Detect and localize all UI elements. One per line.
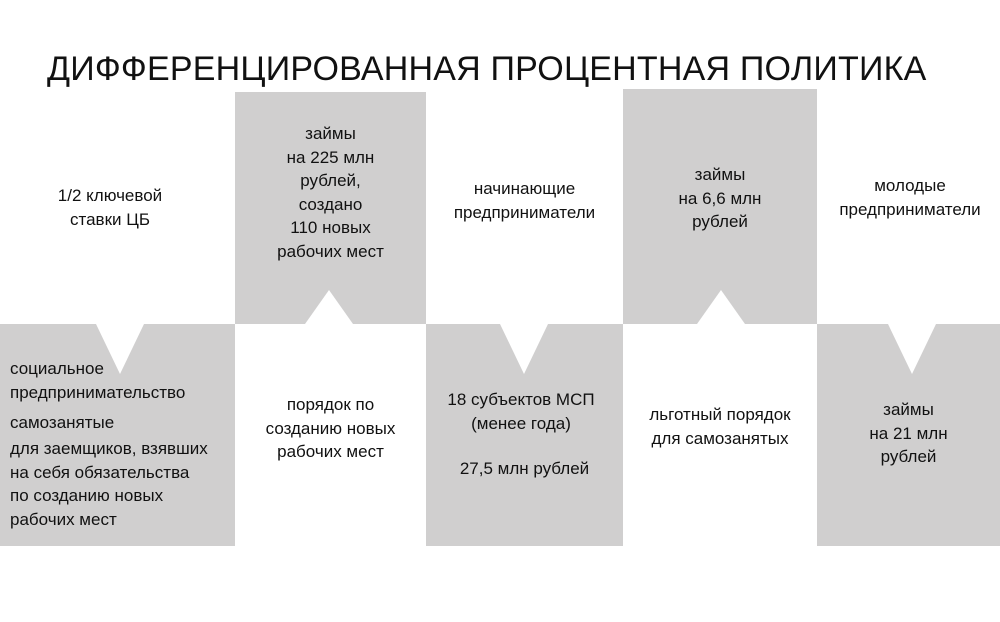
col4-top-text: займы на 6,6 млн рублей <box>678 165 762 231</box>
col1-bottom-line1: социальное предпринимательство <box>10 359 186 402</box>
col3-top-text: начинающие предприниматели <box>453 179 596 222</box>
col3-bottom-line2: 27,5 млн рублей <box>459 459 590 478</box>
col1-bottom-line2: самозанятые <box>10 413 115 432</box>
col3-bottom-line1: 18 субъектов МСП (менее года) <box>447 390 595 433</box>
col5-top-text: молодые предприниматели <box>839 176 981 219</box>
col2-bottom-text: порядок по созданию новых рабочих мест <box>265 395 396 461</box>
col1-top-text: 1/2 ключевой ставки ЦБ <box>57 186 163 229</box>
arrow-col4 <box>697 290 745 324</box>
col1-bottom-line3: для заемщиков, взявших на себя обязатель… <box>10 439 208 529</box>
block-col4-top <box>623 89 817 324</box>
arrow-col2 <box>305 290 353 324</box>
col5-bottom-text: займы на 21 млн рублей <box>869 400 948 466</box>
arrow-col3 <box>500 324 548 374</box>
page-title: ДИФФЕРЕНЦИРОВАННАЯ ПРОЦЕНТНАЯ ПОЛИТИКА <box>47 50 927 88</box>
arrow-col1 <box>96 324 144 374</box>
block-col2-top <box>235 92 426 324</box>
arrow-col5 <box>888 324 936 374</box>
col4-bottom-text: льготный порядок для самозанятых <box>649 405 791 448</box>
col2-top-text: займы на 225 млн рублей, создано 110 нов… <box>277 124 384 261</box>
